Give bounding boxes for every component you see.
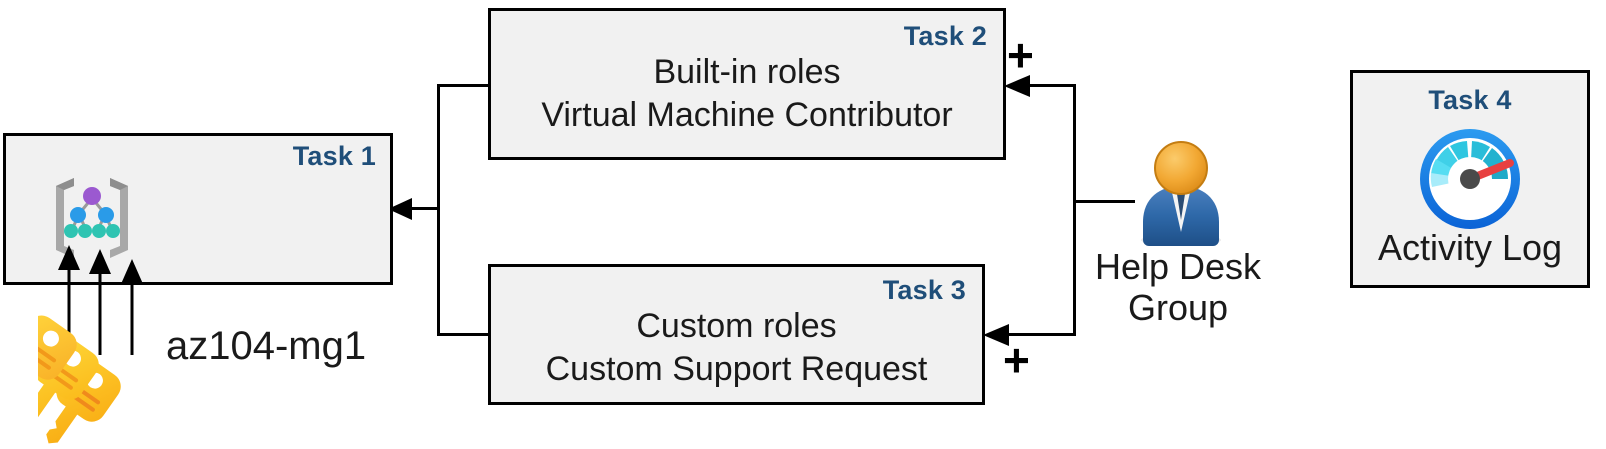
- task-2-line-2: Virtual Machine Contributor: [541, 96, 953, 134]
- connector-to-task3-line: [1004, 333, 1076, 336]
- task-3-line-1: Custom roles: [636, 307, 837, 345]
- task-1-box[interactable]: Task 1 az104-mg1: [3, 133, 393, 368]
- task-2-tag: Task 2: [903, 21, 987, 51]
- actor-label-line-2: Group: [1127, 287, 1229, 329]
- arrowhead-to-task3: [983, 324, 1009, 346]
- task-1-tag: Task 1: [292, 141, 376, 171]
- task-2-line-1: Built-in roles: [653, 53, 841, 91]
- arrowhead-to-task1: [388, 198, 412, 220]
- connector-left-spine: [437, 84, 440, 336]
- connector-task2-stub: [437, 84, 490, 87]
- task-1-label: az104-mg1: [166, 324, 367, 368]
- task-2-box[interactable]: Task 2 Built-in roles Virtual Machine Co…: [488, 8, 1006, 160]
- actor-label: Help Desk Group: [1068, 246, 1288, 328]
- plus-operator-bottom: +: [1003, 334, 1030, 386]
- task-3-tag: Task 3: [882, 275, 966, 305]
- task-4-box[interactable]: Task 4 Activity Log: [1350, 70, 1590, 288]
- plus-operator-top: +: [1007, 29, 1034, 81]
- connector-to-task1-line: [406, 207, 439, 210]
- connector-task3-stub: [437, 333, 490, 336]
- management-group-icon: [56, 178, 128, 258]
- task-4-tag: Task 4: [1428, 85, 1512, 115]
- task-3-box[interactable]: Task 3 Custom roles Custom Support Reque…: [488, 264, 985, 405]
- arrowhead-to-task2: [1004, 75, 1030, 97]
- activity-log-gauge-icon: [1420, 129, 1520, 229]
- task-4-label: Activity Log: [1377, 227, 1563, 268]
- actor-label-line-1: Help Desk: [1094, 246, 1262, 287]
- connector-right-spine: [1073, 84, 1076, 336]
- user-group-icon: [1141, 141, 1221, 246]
- task-3-line-2: Custom Support Request: [545, 350, 928, 388]
- connector-to-task2-line: [1025, 84, 1076, 87]
- three-up-arrows: [58, 245, 143, 355]
- keys-icon: [38, 315, 121, 444]
- connector-actor-stub: [1073, 200, 1135, 203]
